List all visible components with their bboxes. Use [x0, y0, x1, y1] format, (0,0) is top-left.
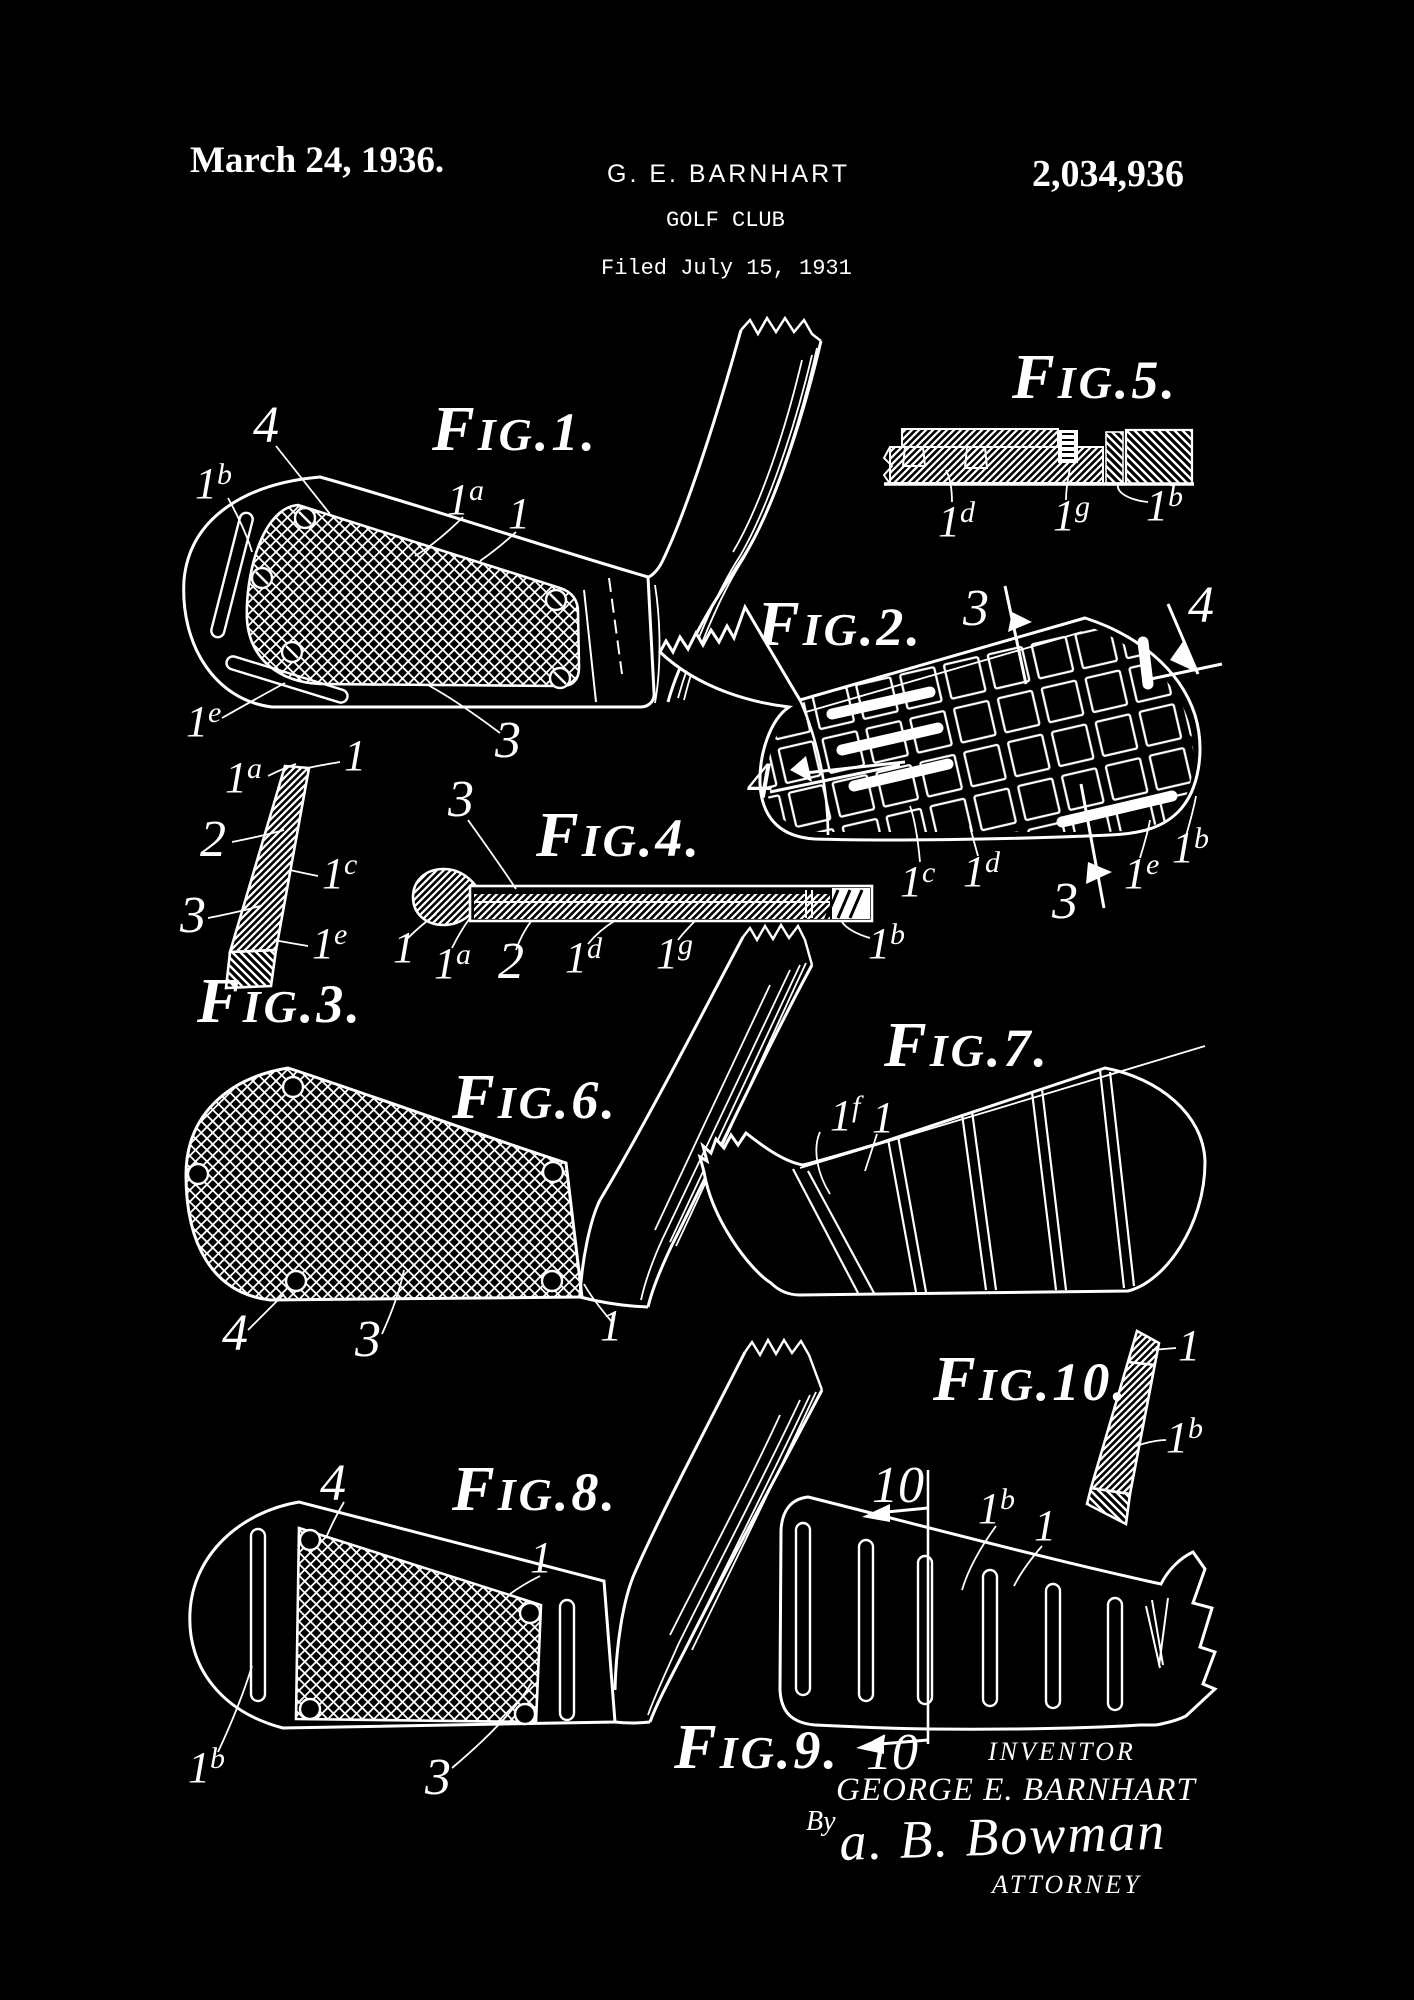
svg-text:FIG.8.: FIG.8. [451, 1453, 618, 1524]
svg-text:1d: 1d [938, 496, 976, 546]
svg-text:FIG.5.: FIG.5. [1011, 341, 1178, 412]
svg-text:3: 3 [354, 1311, 381, 1368]
svg-text:4: 4 [747, 753, 773, 810]
svg-text:INVENTOR: INVENTOR [987, 1737, 1136, 1766]
svg-text:GEORGE E. BARNHART: GEORGE E. BARNHART [836, 1772, 1198, 1808]
svg-text:March 24, 1936.: March 24, 1936. [190, 140, 444, 181]
svg-text:1: 1 [600, 1301, 622, 1350]
svg-text:2,034,936: 2,034,936 [1032, 153, 1184, 195]
svg-text:1: 1 [393, 923, 415, 972]
svg-text:GOLF CLUB: GOLF CLUB [666, 208, 785, 233]
svg-text:3: 3 [962, 580, 989, 637]
svg-text:1: 1 [344, 731, 366, 780]
svg-text:1: 1 [1034, 1501, 1056, 1550]
svg-text:FIG.2.: FIG.2. [756, 588, 923, 659]
svg-text:ATTORNEY: ATTORNEY [990, 1870, 1142, 1899]
svg-text:3: 3 [1051, 873, 1078, 930]
svg-text:FIG.9.: FIG.9. [673, 1711, 840, 1782]
svg-text:2: 2 [200, 811, 226, 868]
svg-text:By: By [806, 1806, 836, 1837]
svg-text:Filed July 15, 1931: Filed July 15, 1931 [601, 256, 852, 281]
svg-text:1: 1 [1178, 1321, 1200, 1370]
svg-text:1b: 1b [1166, 1412, 1203, 1462]
svg-text:4: 4 [320, 1455, 346, 1512]
svg-text:1: 1 [872, 1093, 894, 1142]
svg-text:4: 4 [253, 397, 279, 454]
svg-text:FIG.4.: FIG.4. [535, 799, 702, 870]
svg-text:3: 3 [424, 1749, 451, 1806]
svg-text:G. E. BARNHART: G. E. BARNHART [607, 160, 850, 188]
svg-text:10: 10 [872, 1457, 924, 1514]
svg-text:3: 3 [179, 887, 206, 944]
svg-text:1e: 1e [1124, 848, 1159, 898]
svg-text:FIG.1.: FIG.1. [431, 393, 598, 464]
svg-text:10: 10 [866, 1724, 918, 1781]
svg-text:FIG.3.: FIG.3. [196, 965, 363, 1036]
svg-text:1b: 1b [1146, 480, 1183, 530]
svg-text:1: 1 [530, 1533, 552, 1582]
svg-text:a. B. Bowman: a. B. Bowman [838, 1801, 1167, 1872]
svg-text:3: 3 [494, 712, 521, 769]
svg-text:4: 4 [1188, 577, 1214, 634]
svg-text:4: 4 [222, 1305, 248, 1362]
svg-text:FIG.6.: FIG.6. [451, 1061, 618, 1132]
svg-text:FIG.10.: FIG.10. [932, 1343, 1129, 1414]
svg-text:FIG.7.: FIG.7. [883, 1009, 1050, 1080]
svg-text:1: 1 [508, 489, 530, 538]
svg-text:3: 3 [447, 771, 474, 828]
